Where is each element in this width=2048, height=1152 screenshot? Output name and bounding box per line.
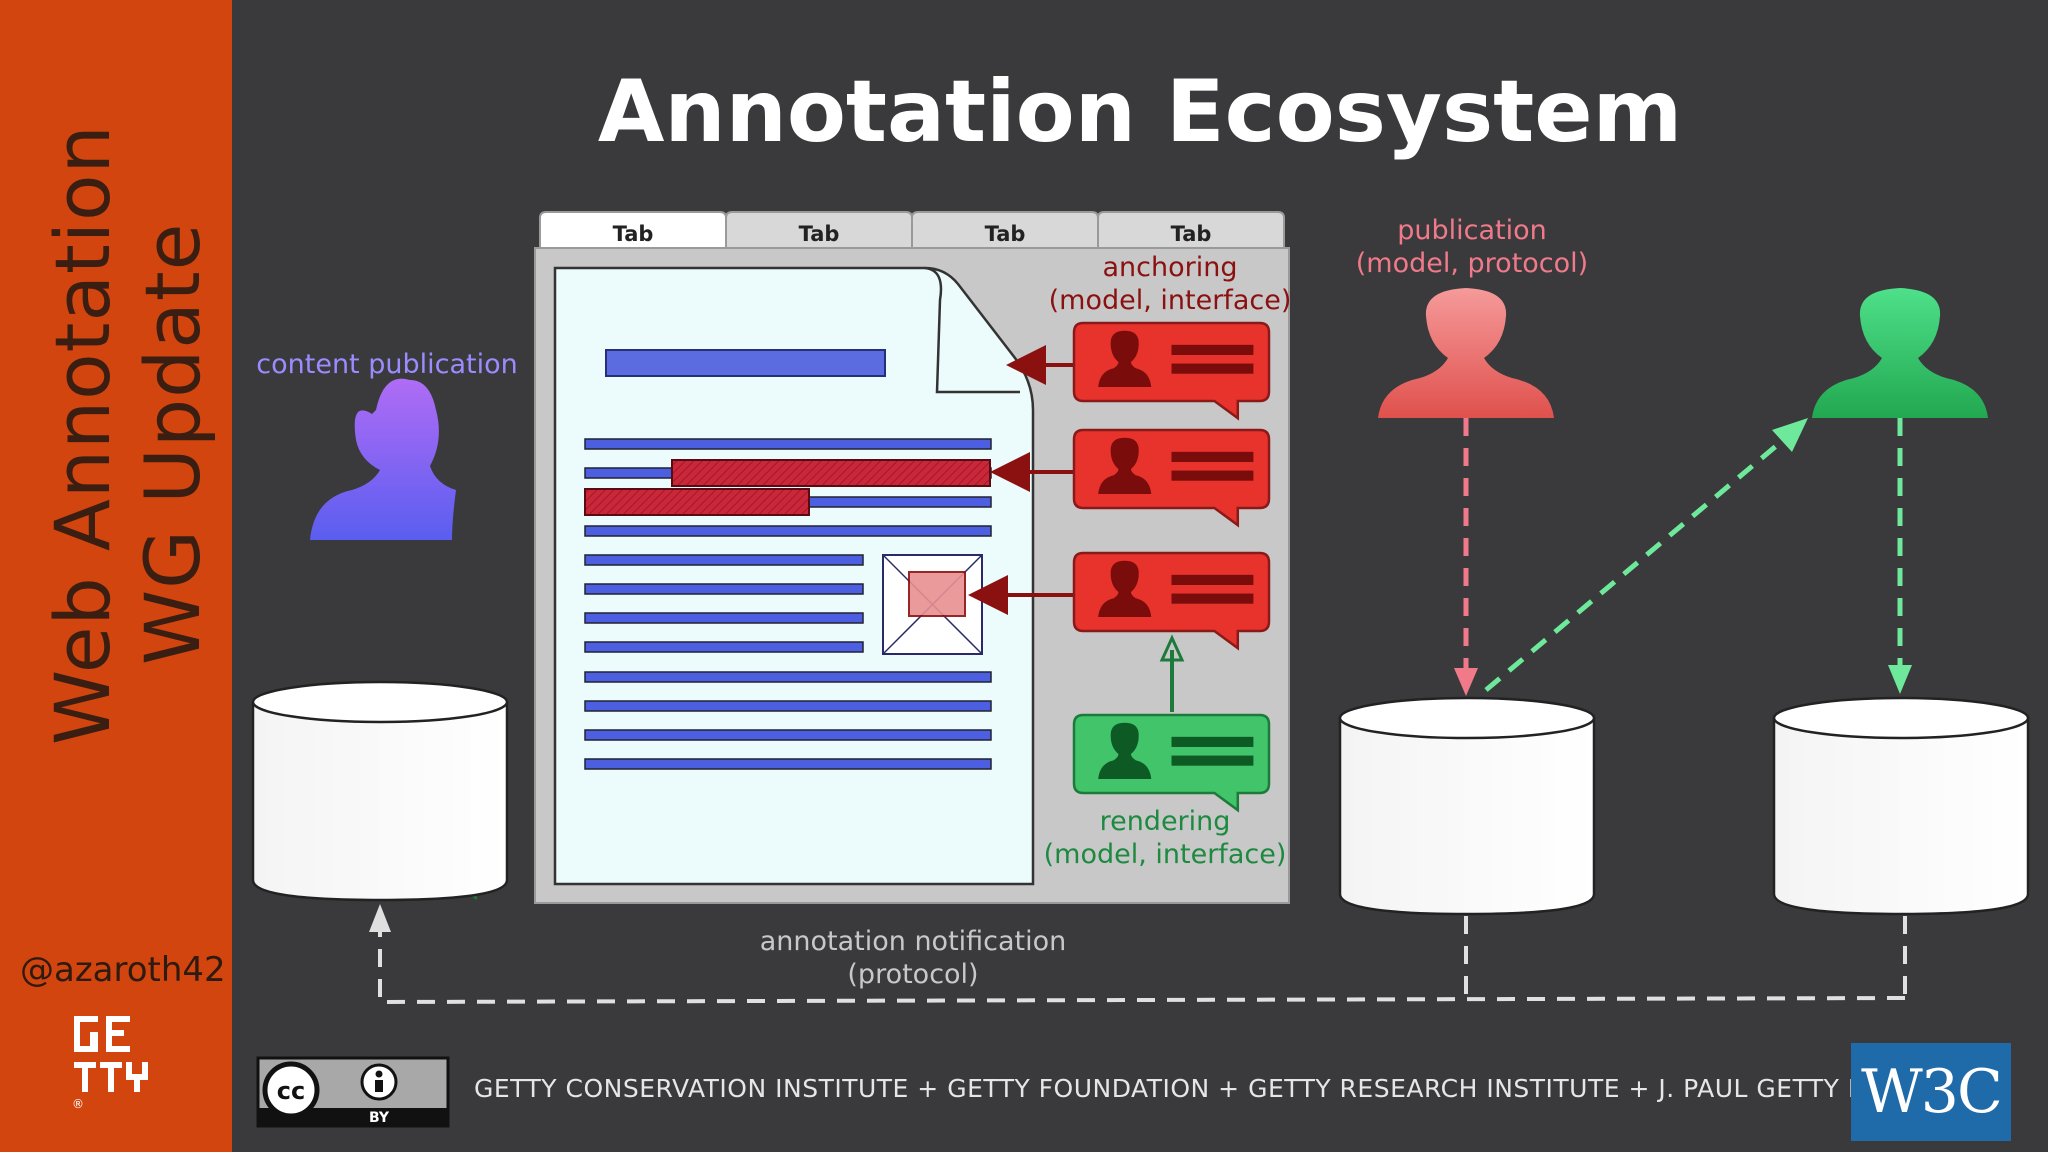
person-icon [1098, 330, 1152, 387]
anchoring-label: anchoring [1103, 252, 1238, 283]
publication-sublabel: (model, protocol) [1356, 248, 1588, 279]
database-icon [1772, 696, 2030, 916]
anchoring-sublabel: (model, interface) [1049, 285, 1292, 316]
svg-text:cc: cc [277, 1077, 305, 1105]
notification-label: annotation notification [760, 926, 1067, 957]
footer-institutions: GETTY CONSERVATION INSTITUTE + GETTY FOU… [474, 1074, 1963, 1103]
image-placeholder-icon [882, 554, 983, 655]
rendering-sublabel: (model, interface) [1044, 839, 1287, 870]
database-icon [251, 680, 509, 902]
publisher-person-icon [1378, 288, 1554, 418]
tab-4[interactable]: Tab [1097, 211, 1285, 249]
tab-1[interactable]: Tab [539, 211, 727, 249]
cc-by-icon: cc BY [256, 1056, 450, 1128]
annotation-card-red-icon [1072, 551, 1271, 651]
svg-text:®: ® [72, 1097, 84, 1110]
text-highlight [671, 459, 991, 487]
document-page [553, 266, 1035, 886]
tab-4-label: Tab [1171, 222, 1212, 246]
tab-1-label: Tab [613, 222, 654, 246]
tab-2-label: Tab [799, 222, 840, 246]
sidebar: Web Annotation WG Update @azaroth42 ® [0, 0, 232, 1152]
rendering-label: rendering [1100, 806, 1231, 837]
content-publication-label: content publication [256, 349, 517, 380]
w3c-logo: W3C [1851, 1043, 2011, 1141]
license-badge-text: BY [369, 1110, 390, 1126]
person-icon [1098, 722, 1152, 779]
slide-title: Annotation Ecosystem [597, 62, 1683, 162]
notification-sublabel: (protocol) [847, 959, 978, 990]
document-heading-bar [605, 349, 886, 377]
database-icon [1338, 696, 1596, 916]
tab-3[interactable]: Tab [911, 211, 1099, 249]
twitter-handle: @azaroth42 [20, 950, 226, 990]
text-highlight [584, 488, 810, 516]
tab-3-label: Tab [985, 222, 1026, 246]
content-publisher-person-icon [310, 378, 456, 540]
getty-logo: ® [72, 1016, 148, 1110]
annotation-card-red-icon [1072, 321, 1271, 421]
tab-2[interactable]: Tab [725, 211, 913, 249]
annotation-card-red-icon [1072, 428, 1271, 528]
annotation-card-green-icon [1072, 713, 1271, 813]
publication-label: publication [1397, 215, 1547, 246]
person-icon [1098, 437, 1152, 494]
consumer-person-icon [1812, 288, 1988, 418]
person-icon [1098, 560, 1152, 617]
